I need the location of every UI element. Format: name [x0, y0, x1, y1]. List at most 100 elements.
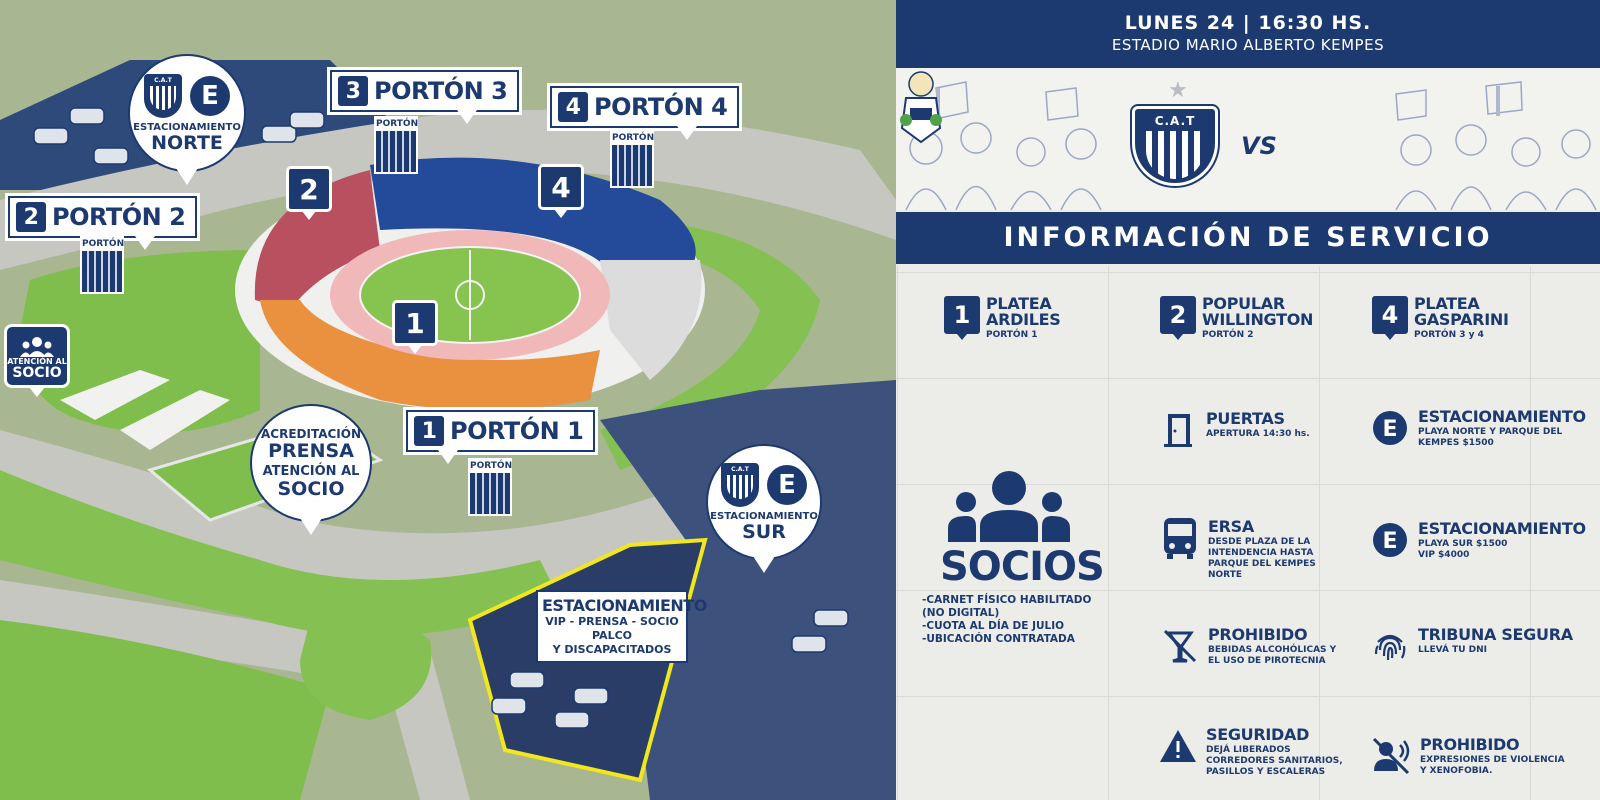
parking-south-line1: ESTACIONAMIENTO — [710, 510, 818, 522]
info-parking-north: E ESTACIONAMIENTO PLAYA NORTE Y PARQUE D… — [1370, 408, 1586, 449]
parking-south-desc1: PLAYA SUR $1500 — [1418, 539, 1508, 549]
service-info-band: INFORMACIÓN DE SERVICIO — [896, 212, 1600, 264]
gate-2-number: 2 — [16, 202, 46, 232]
prohibited-violence-title: PROHIBIDO — [1420, 735, 1520, 754]
prohibited-drinks-desc1: BEBIDAS ALCOHÓLICAS Y — [1208, 645, 1337, 655]
sector-name-line1: PLATEA — [986, 294, 1052, 313]
safe-stand-desc: LLEVÁ TU DNI — [1418, 645, 1488, 655]
no-drinks-icon — [1160, 626, 1200, 666]
bus-desc1: DESDE PLAZA DE LA — [1208, 537, 1311, 547]
parking-north-desc1: PLAYA NORTE Y PARQUE DEL — [1418, 427, 1563, 437]
star-icon: ★ — [1168, 78, 1188, 103]
service-info-title: INFORMACIÓN DE SERVICIO — [1003, 222, 1493, 253]
parking-south-line2: SUR — [742, 520, 786, 543]
member-service-line1: ATENCIÓN AL — [7, 357, 67, 366]
members-requirement: -CUOTA AL DÍA DE JULIO — [922, 620, 1065, 632]
gate-sign-text: PORTÓN — [612, 132, 655, 145]
sector-name-line2: WILLINGTON — [1202, 310, 1314, 329]
warning-icon — [1158, 726, 1198, 766]
sector-pin-2: 2 — [286, 166, 332, 220]
member-service-line2: SOCIO — [12, 365, 62, 381]
vip-parking-label: ESTACIONAMIENTO VIP - PRENSA - SOCIO PAL… — [536, 590, 707, 663]
vip-parking-line1: VIP - PRENSA - SOCIO PALCO — [545, 615, 679, 642]
match-venue: ESTADIO MARIO ALBERTO KEMPES — [1111, 36, 1385, 54]
parking-e-icon: E — [190, 75, 230, 116]
gate-4-sign: PORTÓN — [610, 130, 654, 188]
sector-platea-ardiles: 1 PLATEA ARDILES PORTÓN 1 — [944, 296, 1061, 340]
vip-parking-title: ESTACIONAMIENTO — [542, 596, 707, 615]
sector-name-line1: PLATEA — [1414, 294, 1480, 313]
gate-sign-text: PORTÓN — [376, 118, 419, 131]
sector-name-line1: POPULAR — [1202, 294, 1285, 313]
prohibited-violence-desc1: EXPRESIONES DE VIOLENCIA — [1420, 755, 1565, 765]
gate-2-text: PORTÓN 2 — [52, 203, 186, 231]
security-title: SEGURIDAD — [1206, 725, 1310, 744]
sector-name-line2: ARDILES — [986, 310, 1061, 329]
press-line1: ACREDITACIÓN — [260, 426, 361, 441]
gate-4-text: PORTÓN 4 — [594, 93, 728, 121]
security-desc3: PASILLOS Y ESCALERAS — [1206, 767, 1326, 777]
gate-1-number: 1 — [414, 416, 444, 446]
fans-illustration — [905, 81, 1597, 210]
gate-3-label: 3 PORTÓN 3 — [330, 70, 520, 124]
sector-gate: PORTÓN 1 — [986, 330, 1038, 340]
members-requirement: (NO DIGITAL) — [922, 607, 1000, 619]
members-icon — [20, 337, 54, 357]
stadium-map: 3 PORTÓN 3 4 PORTÓN 4 2 PORTÓN 2 1 PORTÓ… — [0, 0, 896, 800]
sector-pin-1: 1 — [392, 300, 438, 354]
door-icon — [1158, 410, 1198, 450]
press-line3: ATENCIÓN AL — [262, 463, 360, 479]
members-requirements: -CARNET FÍSICO HABILITADO (NO DIGITAL) -… — [922, 594, 1102, 646]
bus-desc3: PARQUE DEL KEMPES — [1208, 559, 1316, 569]
info-safe-stand: TRIBUNA SEGURA LLEVÁ TU DNI — [1370, 626, 1573, 666]
gate-3-sign: PORTÓN — [374, 116, 418, 174]
info-bus: ERSA DESDE PLAZA DE LA INTENDENCIA HASTA… — [1160, 518, 1316, 581]
info-prohibited-violence: PROHIBIDO EXPRESIONES DE VIOLENCIA Y XEN… — [1372, 736, 1565, 777]
home-team-crest: C.A.T — [1132, 106, 1218, 186]
versus-label: VS — [1241, 132, 1277, 160]
match-header: LUNES 24 | 16:30 HS. ESTADIO MARIO ALBER… — [896, 0, 1600, 68]
parking-south-desc2: VIP $4000 — [1418, 550, 1470, 560]
members-icon — [948, 471, 1070, 542]
bus-icon — [1160, 518, 1200, 559]
gate-2-sign: PORTÓN — [80, 236, 124, 294]
sector-number-badge: 1 — [944, 296, 980, 340]
info-security: SEGURIDAD DEJÁ LIBERADOS CORREDORES SANI… — [1158, 726, 1343, 778]
members-block: SOCIOS -CARNET FÍSICO HABILITADO (NO DIG… — [922, 470, 1105, 646]
svg-text:E: E — [1382, 417, 1397, 442]
press-accreditation-bubble: ACREDITACIÓN PRENSA ATENCIÓN AL SOCIO — [250, 404, 372, 535]
sector-number-badge: 4 — [1372, 296, 1408, 340]
parking-e-icon: E — [767, 464, 807, 505]
away-team-crest-icon — [900, 71, 942, 144]
sector-gate: PORTÓN 3 y 4 — [1414, 330, 1484, 340]
parking-south-bubble: C.A.T E ESTACIONAMIENTO SUR — [706, 444, 822, 573]
press-line2: PRENSA — [268, 439, 354, 462]
club-crest-icon: C.A.T — [144, 73, 182, 118]
svg-text:E: E — [1382, 529, 1397, 554]
members-requirement: -UBICACIÓN CONTRATADA — [922, 633, 1075, 645]
gate-3-number: 3 — [338, 76, 368, 106]
gate-1-sign: PORTÓN — [468, 458, 512, 516]
info-doors: PUERTAS APERTURA 14:30 hs. — [1158, 410, 1310, 450]
parking-e-icon: E — [1370, 520, 1410, 560]
prohibited-violence-desc2: Y XENOFOBIA. — [1420, 766, 1493, 776]
sector-name-line2: GASPARINI — [1414, 310, 1509, 329]
home-crest-text: C.A.T — [1154, 114, 1196, 128]
vip-parking-line2: Y DISCAPACITADOS — [552, 643, 672, 656]
parking-north-title: ESTACIONAMIENTO — [1418, 407, 1586, 426]
parking-north-bubble: C.A.T E ESTACIONAMIENTO NORTE — [128, 54, 246, 185]
no-speech-icon — [1372, 736, 1412, 776]
bus-desc4: NORTE — [1208, 570, 1242, 580]
security-desc2: CORREDORES SANITARIOS, — [1206, 756, 1343, 766]
safe-stand-title: TRIBUNA SEGURA — [1418, 625, 1573, 644]
club-crest-icon: C.A.T — [721, 462, 759, 507]
sector-platea-gasparini: 4 PLATEA GASPARINI PORTÓN 3 y 4 — [1372, 296, 1509, 340]
gate-sign-text: PORTÓN — [470, 460, 513, 473]
prohibited-drinks-title: PROHIBIDO — [1208, 625, 1308, 644]
sector-number-badge: 2 — [1160, 296, 1196, 340]
parking-north-line2: NORTE — [151, 131, 223, 154]
parking-north-desc2: KEMPES $1500 — [1418, 438, 1494, 448]
match-banner: ★ C.A.T VS — [896, 68, 1600, 210]
fingerprint-icon — [1370, 626, 1410, 666]
prohibited-drinks-desc2: EL USO DE PIROTECNIA — [1208, 656, 1326, 666]
